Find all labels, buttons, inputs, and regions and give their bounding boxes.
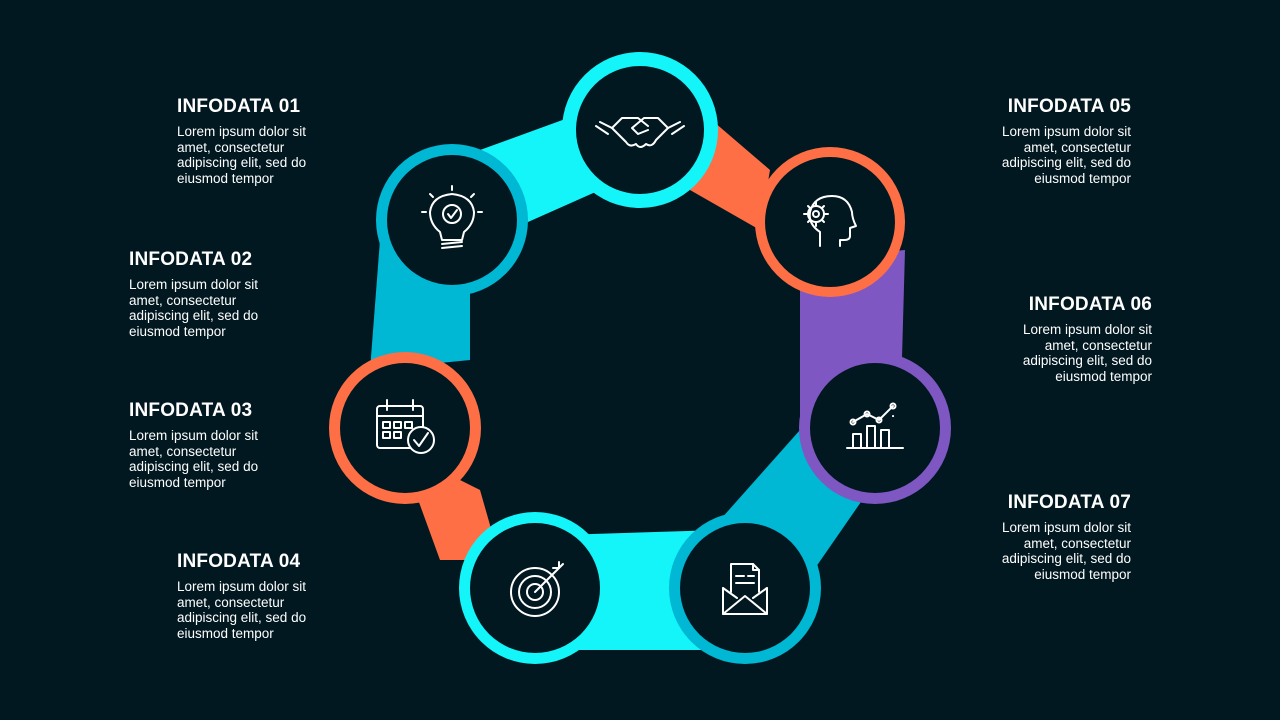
infodata-05: INFODATA 05 Lorem ipsum dolor sit amet, … [971, 96, 1131, 186]
infodata-06: INFODATA 06 Lorem ipsum dolor sit amet, … [992, 294, 1152, 384]
growth-chart-icon [846, 402, 904, 449]
infodata-02-body: Lorem ipsum dolor sit amet, consectetur … [129, 277, 259, 339]
infodata-05-title: INFODATA 05 [1007, 96, 1131, 117]
infodata-04-title: INFODATA 04 [177, 551, 301, 572]
node-hub [470, 523, 600, 653]
infodata-01-title: INFODATA 01 [177, 96, 301, 117]
infodata-07-body: Lorem ipsum dolor sit amet, consectetur … [1001, 520, 1131, 582]
infodata-02: INFODATA 02 Lorem ipsum dolor sit amet, … [129, 249, 289, 339]
infodata-02-title: INFODATA 02 [129, 249, 253, 270]
infodata-03-body: Lorem ipsum dolor sit amet, consectetur … [129, 428, 259, 490]
infodata-01-body: Lorem ipsum dolor sit amet, consectetur … [177, 124, 307, 186]
handshake-icon [595, 117, 685, 148]
envelope-icon [722, 563, 768, 615]
target-icon [510, 561, 564, 617]
infodata-07-title: INFODATA 07 [1007, 492, 1131, 513]
infodata-05-body: Lorem ipsum dolor sit amet, consectetur … [1001, 124, 1131, 186]
node-hub [765, 157, 895, 287]
infodata-04-body: Lorem ipsum dolor sit amet, consectetur … [177, 579, 307, 641]
infodata-03: INFODATA 03 Lorem ipsum dolor sit amet, … [129, 400, 289, 490]
infodata-01: INFODATA 01 Lorem ipsum dolor sit amet, … [177, 96, 337, 186]
infodata-06-title: INFODATA 06 [1028, 294, 1152, 315]
node-hub [387, 155, 517, 285]
infodata-03-title: INFODATA 03 [129, 400, 253, 421]
node-hub [680, 523, 810, 653]
infodata-06-body: Lorem ipsum dolor sit amet, consectetur … [1022, 322, 1152, 384]
lightbulb-icon [421, 185, 483, 249]
calendar-icon [376, 399, 435, 454]
ring-inner-hole [495, 230, 785, 520]
infodata-04: INFODATA 04 Lorem ipsum dolor sit amet, … [177, 551, 337, 641]
node-hubs [340, 66, 940, 653]
head-gear-icon [803, 195, 857, 247]
infodata-07: INFODATA 07 Lorem ipsum dolor sit amet, … [971, 492, 1131, 582]
node-hub [576, 66, 704, 194]
